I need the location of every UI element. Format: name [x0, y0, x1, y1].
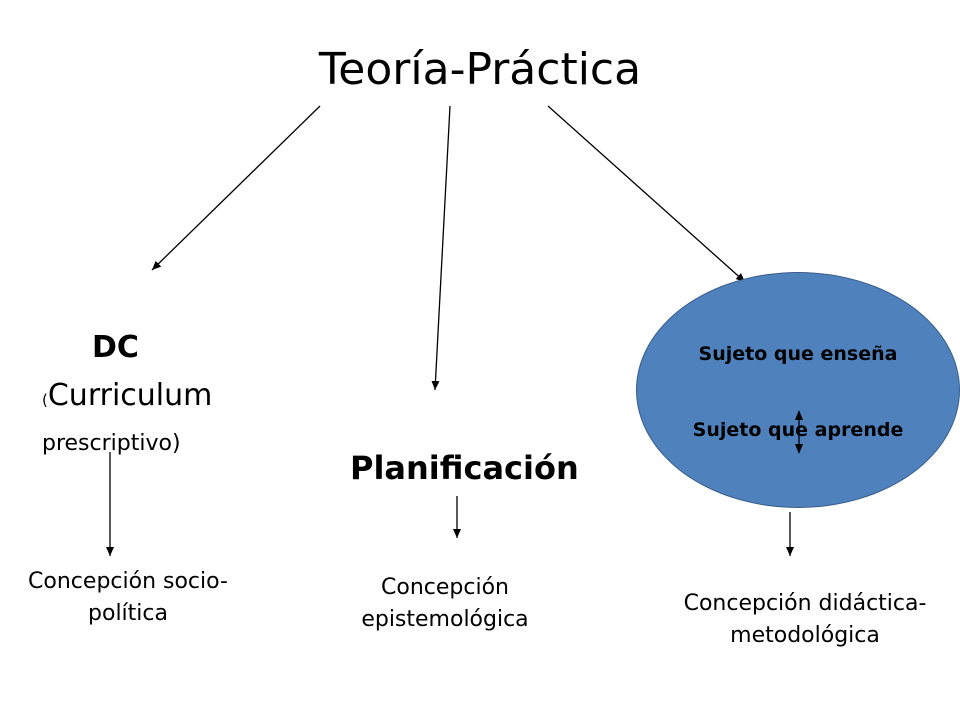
- caption-epistemologica: Concepción epistemológica: [330, 572, 560, 636]
- diagram-title: Teoría-Práctica: [318, 44, 642, 95]
- dc-open-paren: (: [42, 391, 48, 409]
- sujeto-aprende-label: Sujeto que aprende: [692, 419, 904, 441]
- caption-epistemologica-line2: epistemológica: [361, 607, 529, 632]
- dc-heading: DC: [92, 330, 139, 365]
- caption-epistemologica-line1: Concepción: [381, 575, 509, 600]
- caption-sociopolitica-line2: política: [88, 601, 168, 626]
- dc-curriculum-text: Curriculum: [47, 378, 213, 413]
- sujeto-ensena-label: Sujeto que enseña: [698, 343, 898, 365]
- double-arrow-icon: [795, 410, 803, 454]
- arrow-to-dc: [151, 105, 321, 271]
- caption-sociopolitica-line1: Concepción socio-: [28, 569, 228, 594]
- caption-didactica-line1: Concepción didáctica-: [683, 591, 927, 616]
- arrow-to-sujeto: [547, 105, 746, 283]
- arrow-to-planificacion: [431, 105, 451, 391]
- planificacion-label: Planificación: [350, 449, 579, 487]
- dc-prescriptivo-label: prescriptivo): [42, 431, 181, 456]
- dc-curriculum-label: (Curriculum: [42, 378, 212, 418]
- caption-didactica: Concepción didáctica- metodológica: [650, 588, 960, 652]
- caption-didactica-line2: metodológica: [730, 623, 880, 648]
- caption-sociopolitica: Concepción socio- política: [0, 566, 256, 630]
